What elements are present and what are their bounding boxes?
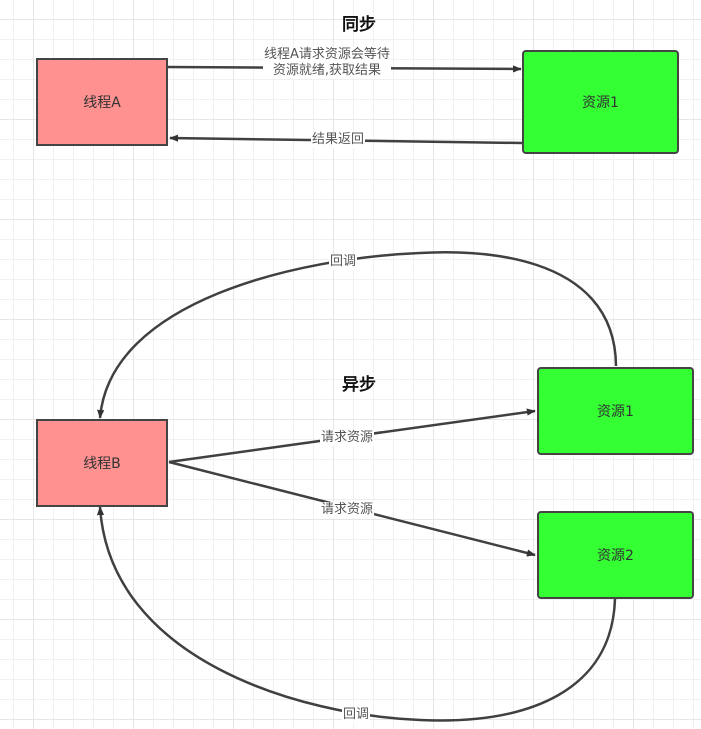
sync-request-label-line1: 线程A请求资源会等待 xyxy=(264,47,390,62)
sync-resource1-label: 资源1 xyxy=(582,95,619,111)
async-callback1-label: 回调 xyxy=(329,254,358,270)
thread-a-node[interactable]: 线程A xyxy=(36,58,168,146)
async-request1-label: 请求资源 xyxy=(320,430,375,446)
sync-request-label-line2: 资源就绪,获取结果 xyxy=(272,63,382,78)
sync-resource1-node[interactable]: 资源1 xyxy=(522,50,679,154)
async-callback2-edge xyxy=(96,506,617,722)
thread-b-label: 线程B xyxy=(83,456,121,472)
async-resource2-label: 资源2 xyxy=(597,548,634,564)
async-request2-label: 请求资源 xyxy=(320,502,375,518)
async-title: 异步 xyxy=(342,375,376,395)
async-resource2-node[interactable]: 资源2 xyxy=(537,511,694,599)
async-callback1-edge xyxy=(97,251,618,419)
thread-a-label: 线程A xyxy=(83,95,121,111)
sync-return-label: 结果返回 xyxy=(311,132,366,148)
sync-title: 同步 xyxy=(342,15,376,35)
thread-b-node[interactable]: 线程B xyxy=(36,419,168,507)
async-callback2-label: 回调 xyxy=(342,707,371,723)
async-resource1-label: 资源1 xyxy=(597,404,634,420)
sync-request-label: 线程A请求资源会等待 资源就绪,获取结果 xyxy=(263,47,391,79)
async-resource1-node[interactable]: 资源1 xyxy=(537,367,694,455)
